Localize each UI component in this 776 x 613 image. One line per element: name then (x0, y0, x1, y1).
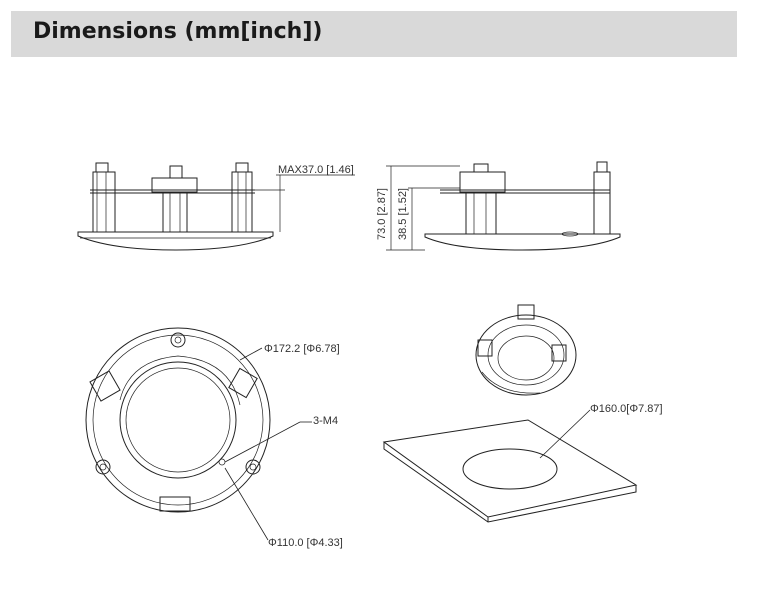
outer-diameter-label: Φ172.2 [Φ6.78] (264, 343, 340, 355)
max-height-label: MAX37.0 [1.46] (278, 164, 354, 176)
total-height-label: 73.0 [2.87] (376, 188, 388, 240)
top-view-ring (85, 327, 271, 513)
side-view-side (386, 161, 621, 251)
screw-holes-label: 3-M4 (313, 415, 338, 427)
ceiling-plate (382, 419, 638, 523)
cutout-diameter-label: Φ160.0[Φ7.87] (590, 403, 663, 415)
inner-diameter-label: Φ110.0 [Φ4.33] (268, 537, 343, 549)
mount-perspective (475, 304, 577, 396)
section-header: Dimensions (mm[inch]) (11, 11, 737, 57)
section-title: Dimensions (mm[inch]) (33, 19, 323, 44)
side-view-front (77, 162, 355, 251)
partial-height-label: 38.5 [1.52] (397, 188, 409, 240)
